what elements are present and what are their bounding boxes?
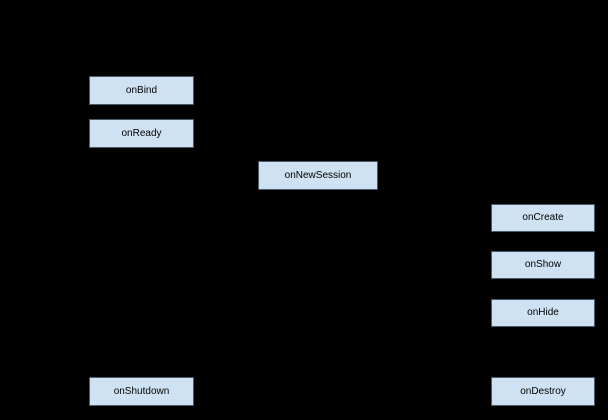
node-onnewsession: onNewSession	[258, 161, 378, 190]
node-onshutdown: onShutdown	[89, 377, 194, 406]
node-onready: onReady	[89, 119, 194, 148]
node-onhide: onHide	[491, 299, 595, 327]
node-onbind: onBind	[89, 76, 194, 105]
node-ondestroy: onDestroy	[491, 377, 595, 406]
node-oncreate: onCreate	[491, 204, 595, 232]
node-onshow: onShow	[491, 251, 595, 279]
